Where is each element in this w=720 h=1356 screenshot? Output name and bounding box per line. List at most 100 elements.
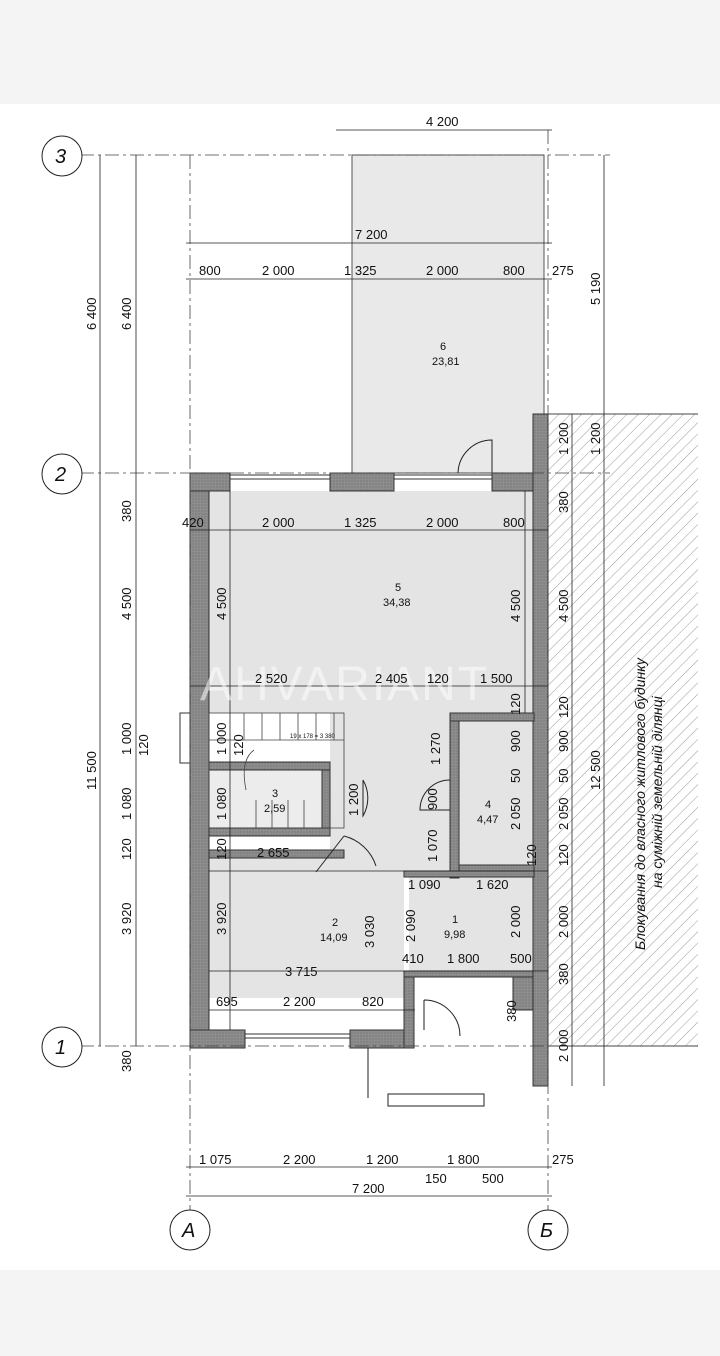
walls — [189, 413, 549, 1087]
dim-m120b: 120 — [524, 844, 539, 866]
dim-top_4200: 4 200 — [426, 114, 459, 129]
dim-r380b: 380 — [556, 963, 571, 985]
dim-h2655: 2 655 — [257, 845, 290, 860]
dim-t275: 275 — [552, 263, 574, 278]
dim-m4500: 4 500 — [508, 589, 523, 622]
axis-2: 2 — [54, 464, 66, 486]
dim-r2000b: 2 000 — [556, 1029, 571, 1062]
dim-r380c: 380 — [504, 1000, 519, 1022]
dim-l1080: 1 080 — [119, 787, 134, 820]
dim-r1200a: 1 200 — [556, 422, 571, 455]
axis-3: 3 — [55, 146, 66, 168]
axis-a: А — [181, 1220, 195, 1242]
dim-i120b: 120 — [214, 838, 229, 860]
dim-l1000: 1 000 — [119, 722, 134, 755]
watermark: AHVARIANT — [200, 658, 489, 711]
dim-r380a: 380 — [556, 491, 571, 513]
room-2-area: 14,09 — [320, 932, 348, 944]
side-note-line1: Блокування до власного житлового будинку — [632, 657, 648, 950]
dim-r120b: 120 — [556, 844, 571, 866]
dim-t2000a: 2 000 — [262, 263, 295, 278]
dim-b7200: 7 200 — [352, 1181, 385, 1196]
dim-r2050: 2 050 — [556, 797, 571, 830]
dim-top_7200: 7 200 — [355, 227, 388, 242]
room-6-number: 6 — [440, 341, 446, 353]
room-1-number: 1 — [452, 914, 458, 926]
dim-l380a: 380 — [119, 500, 134, 522]
dim-l380b: 380 — [119, 1050, 134, 1072]
stair-note: 19 x 178 = 3 380 — [290, 734, 336, 740]
windows — [179, 474, 493, 1039]
dim-i120: 120 — [231, 734, 246, 756]
dim-h2405: 2 405 — [375, 671, 408, 686]
staircase — [208, 712, 345, 829]
dim-h1620: 1 620 — [476, 877, 509, 892]
dim-l6400a: 6 400 — [84, 297, 99, 330]
dim-h500: 500 — [510, 951, 532, 966]
dim-i3920: 3 920 — [214, 902, 229, 935]
dim-i1000: 1 000 — [214, 722, 229, 755]
dim-r120: 120 — [556, 696, 571, 718]
dimension-lines — [99, 129, 605, 1197]
dim-c1070: 1 070 — [425, 829, 440, 862]
room-1-area: 9,98 — [444, 929, 465, 941]
dim-b1800: 1 800 — [447, 1152, 480, 1167]
dim-c1270: 1 270 — [428, 732, 443, 765]
dim-c2090: 2 090 — [403, 909, 418, 942]
room-3-number: 3 — [272, 788, 278, 800]
room-6-area: 23,81 — [432, 356, 460, 368]
room-6-terrace — [351, 154, 545, 474]
dim-h2520: 2 520 — [255, 671, 288, 686]
dim-c900: 900 — [425, 788, 440, 810]
dim-r2000: 2 000 — [556, 905, 571, 938]
dim-r50: 50 — [556, 769, 571, 783]
dim-b275: 275 — [552, 1152, 574, 1167]
dim-r4500: 4 500 — [556, 589, 571, 622]
dim-r900: 900 — [556, 730, 571, 752]
room-5-number: 5 — [395, 582, 401, 594]
dim-h3715: 3 715 — [285, 964, 318, 979]
dim-t1325: 1 325 — [344, 263, 377, 278]
side-note-line2: на суміжній земельній ділянці — [649, 695, 665, 888]
dim-t800b: 800 — [503, 263, 525, 278]
floor-plan: 19 x 178 = 3 380 3 2 1 А Б 6 2 — [41, 114, 698, 1251]
dim-l120b: 120 — [119, 838, 134, 860]
dim-in2000a: 2 000 — [262, 515, 295, 530]
corridor-fill — [330, 713, 450, 877]
room-5-fill — [209, 491, 534, 713]
dim-c3030: 3 030 — [362, 915, 377, 948]
room-4-area: 4,47 — [477, 814, 498, 826]
drawing-sheet: 19 x 178 = 3 380 3 2 1 А Б 6 2 — [0, 104, 720, 1270]
horizontal-dimensions: 4 200 7 200 800 2 000 1 325 2 000 800 27… — [182, 114, 574, 1196]
neighbor-plot-hatch — [548, 414, 698, 1046]
dim-l120a: 120 — [136, 734, 151, 756]
dim-l11500: 11 500 — [84, 751, 99, 790]
dim-r12500: 12 500 — [588, 750, 603, 790]
dim-b2200: 2 200 — [283, 1152, 316, 1167]
room-4-fill — [459, 721, 534, 865]
dim-b500: 500 — [482, 1171, 504, 1186]
dim-m120: 120 — [508, 693, 523, 715]
room-3-area: 2,59 — [264, 803, 285, 815]
room-1-fill — [409, 877, 534, 971]
dim-in1325: 1 325 — [344, 515, 377, 530]
dim-b1075: 1 075 — [199, 1152, 232, 1167]
dim-r5190: 5 190 — [588, 272, 603, 305]
room-3-fill — [209, 770, 324, 828]
dim-h1500: 1 500 — [480, 671, 513, 686]
dim-b150: 150 — [425, 1171, 447, 1186]
dim-m2000: 2 000 — [508, 905, 523, 938]
room-2-fill — [209, 858, 404, 998]
axis-1: 1 — [55, 1037, 66, 1059]
dim-m2050: 2 050 — [508, 797, 523, 830]
dim-h820: 820 — [362, 994, 384, 1009]
dim-in800: 800 — [503, 515, 525, 530]
dim-in2000b: 2 000 — [426, 515, 459, 530]
dim-h2200: 2 200 — [283, 994, 316, 1009]
dim-i4500: 4 500 — [214, 587, 229, 620]
dim-h1800: 1 800 — [447, 951, 480, 966]
dim-c1200: 1 200 — [346, 783, 361, 816]
room-5-area: 34,38 — [383, 597, 411, 609]
dim-l4500a: 4 500 — [119, 587, 134, 620]
dim-in420: 420 — [182, 515, 204, 530]
